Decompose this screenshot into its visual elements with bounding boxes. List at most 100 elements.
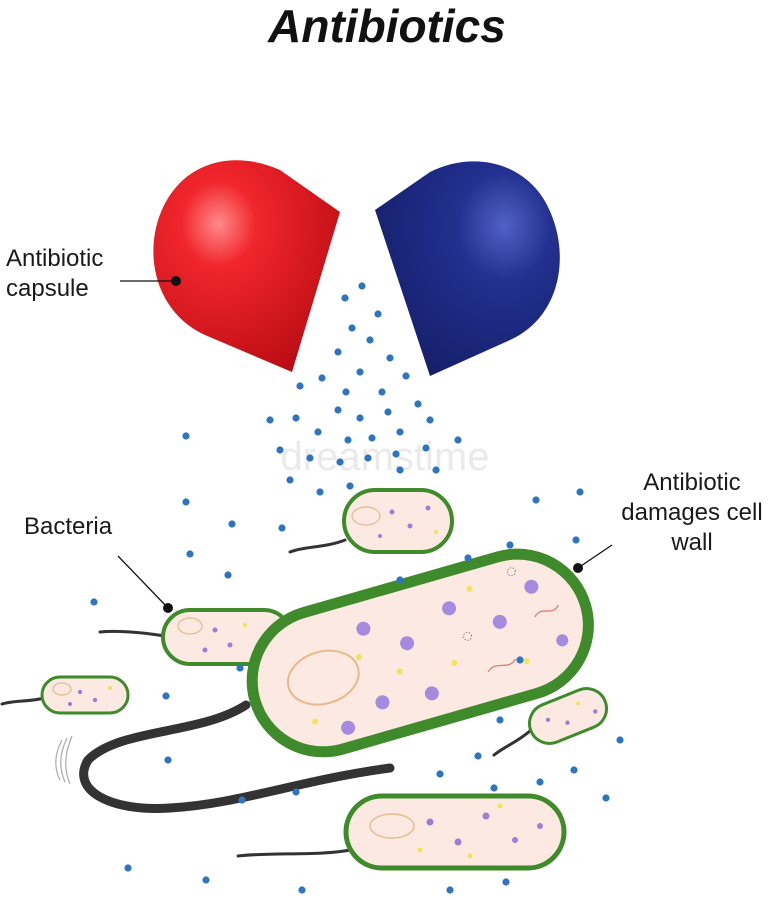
label-line: damages cell: [621, 499, 763, 526]
antibiotic-particle: [298, 886, 306, 894]
small-bacterium: [40, 675, 130, 715]
antibiotic-particle: [616, 736, 624, 744]
antibiotic-particle: [124, 864, 132, 872]
label-line: Antibiotic: [643, 469, 741, 496]
antibiotic-particle: [386, 354, 394, 362]
antibiotic-particle: [436, 770, 444, 778]
antibiotic-particle: [454, 436, 462, 444]
small-flagellum-2: [98, 629, 167, 638]
antibiotic-particle: [570, 766, 578, 774]
small-flagellum-3: [0, 696, 46, 706]
antibiotic-particle: [224, 571, 232, 579]
antibiotic-particle: [344, 436, 352, 444]
antibiotic-particle: [378, 388, 386, 396]
antibiotic-particle: [396, 576, 404, 584]
antibiotic-particle: [426, 416, 434, 424]
antibiotic-particle: [306, 454, 314, 462]
bacteria-pointer-dot: [163, 603, 173, 613]
antibiotic-particle: [182, 498, 190, 506]
antibiotic-particle: [516, 656, 524, 664]
capsule-pointer-dot: [171, 276, 181, 286]
antibiotic-particle: [602, 794, 610, 802]
antibiotic-particle: [228, 520, 236, 528]
label-line: wall: [671, 529, 713, 556]
antibiotic-particle: [576, 488, 584, 496]
antibiotic-particle: [296, 382, 304, 390]
antibiotic-particle: [392, 450, 400, 458]
antibiotic-particle: [276, 446, 284, 454]
antibiotic-particle: [334, 406, 342, 414]
antibiotic-particle: [366, 336, 374, 344]
antibiotic-particle: [182, 432, 190, 440]
antibiotic-particle: [202, 876, 210, 884]
watermark-text: dreamstime: [281, 435, 490, 479]
damage-pointer-line: [577, 544, 613, 569]
bacteria-label: Bacteria: [24, 513, 113, 540]
label-line: capsule: [6, 275, 89, 302]
antibiotic-particle: [162, 692, 170, 700]
motion-lines: [55, 735, 73, 785]
antibiotic-particle: [236, 664, 244, 672]
antibiotic-particle: [490, 784, 498, 792]
antibiotic-particle: [278, 524, 286, 532]
antibiotic-particle: [266, 416, 274, 424]
antibiotic-particle: [356, 414, 364, 422]
small-flagellum-4: [492, 728, 533, 757]
antibiotic-particle: [314, 428, 322, 436]
antibiotic-particle: [90, 598, 98, 606]
antibiotic-particle: [396, 466, 404, 474]
antibiotic-particle: [464, 554, 472, 562]
antibiotic-particle: [496, 716, 504, 724]
antibiotic-capsule-label: Antibiotic capsule: [6, 244, 166, 304]
small-bacterium: [343, 793, 567, 871]
antibiotic-particle: [502, 878, 510, 886]
antibiotic-particle: [238, 796, 246, 804]
antibiotic-particle: [348, 324, 356, 332]
antibiotic-particle: [164, 756, 172, 764]
antibiotic-particle: [342, 388, 350, 396]
antibiotic-particle: [292, 414, 300, 422]
antibiotic-particle: [384, 408, 392, 416]
antibiotic-particle: [346, 482, 354, 490]
small-bacterium: [342, 488, 454, 554]
cell-wall-damage-label: Antibiotic damages cell wall: [612, 468, 772, 558]
antibiotic-particle: [536, 778, 544, 786]
label-line: Antibiotic: [6, 245, 104, 272]
nucleoid: [286, 649, 360, 706]
antibiotic-particles: [90, 282, 624, 894]
small-flagellum-1: [288, 538, 347, 554]
antibiotic-particle: [446, 886, 454, 894]
antibiotic-capsule: [153, 160, 560, 376]
antibiotic-particle: [292, 788, 300, 796]
antibiotic-particle: [286, 476, 294, 484]
antibiotic-particle: [532, 496, 540, 504]
capsule-red-half: [153, 160, 340, 372]
antibiotic-particle: [334, 348, 342, 356]
antibiotic-particle: [318, 374, 326, 382]
diagram-title: Antibiotics: [268, 0, 506, 52]
flagella: [0, 538, 533, 858]
small-bacterium: [527, 687, 609, 745]
antibiotic-particle: [341, 294, 349, 302]
antibiotic-particle: [414, 400, 422, 408]
antibiotic-particle: [316, 488, 324, 496]
large-bacterium: [246, 548, 594, 758]
small-flagellum-5: [236, 848, 352, 858]
antibiotic-particle: [336, 458, 344, 466]
antibiotic-particle: [396, 428, 404, 436]
antibiotic-particle: [368, 434, 376, 442]
antibiotic-particle: [186, 550, 194, 558]
antibiotic-particle: [506, 541, 514, 549]
antibiotic-particle: [572, 536, 580, 544]
bacteria-pointer-line: [117, 555, 169, 609]
antibiotic-particle: [432, 466, 440, 474]
label-pointers: [117, 276, 613, 613]
antibiotic-particle: [356, 368, 364, 376]
antibiotic-particle: [422, 444, 430, 452]
antibiotic-particle: [364, 454, 372, 462]
antibiotic-particle: [474, 752, 482, 760]
antibiotic-particle: [358, 282, 366, 290]
capsule-blue-half: [375, 161, 560, 376]
antibiotic-particle: [374, 310, 382, 318]
